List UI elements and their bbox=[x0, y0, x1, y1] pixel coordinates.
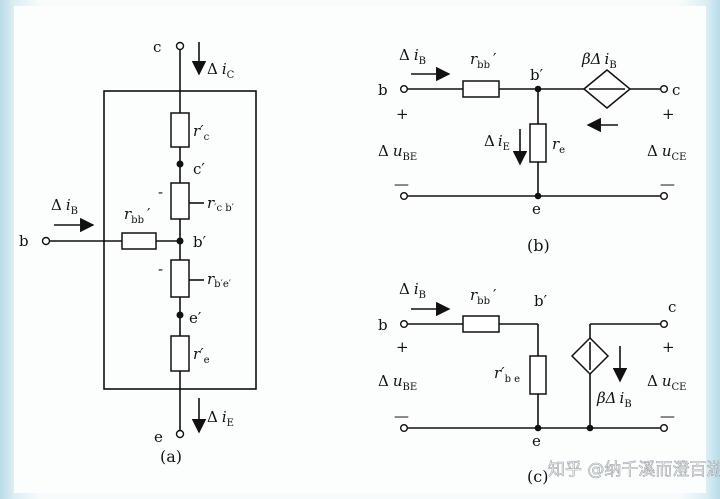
minus-right-c: — bbox=[660, 407, 675, 425]
label-c-prime: c′ bbox=[193, 160, 205, 178]
label-e-prime: e′ bbox=[189, 309, 202, 327]
plus-right-b: + bbox=[662, 105, 675, 123]
watermark: 知乎 @纳千溪而澄百湖 bbox=[548, 460, 720, 480]
plus-left-b: + bbox=[396, 105, 409, 123]
label-rc: r′c bbox=[193, 122, 210, 143]
label-e-b: e bbox=[532, 200, 541, 218]
label-bprime-c: b′ bbox=[534, 292, 548, 310]
resistor-rcb bbox=[170, 182, 190, 220]
caption-b: (b) bbox=[527, 236, 550, 255]
resistor-rbb bbox=[121, 232, 157, 250]
label-e-c: e bbox=[532, 432, 541, 450]
label-rbb-c: rbb′ bbox=[470, 286, 497, 307]
node-e-c bbox=[534, 424, 542, 432]
minus-left-b: — bbox=[394, 175, 409, 193]
node-source-c bbox=[586, 424, 594, 432]
caption-c: (c) bbox=[527, 467, 548, 486]
label-rbb-b: rbb′ bbox=[470, 50, 497, 71]
resistor-rbb-c bbox=[462, 315, 500, 333]
terminal-e bbox=[175, 429, 185, 439]
terminal-c-gnd-c bbox=[660, 424, 669, 433]
resistor-rbb-b bbox=[462, 80, 500, 98]
resistor-rbe bbox=[170, 259, 190, 298]
label-c-c: c bbox=[668, 298, 676, 316]
terminal-b bbox=[41, 236, 51, 246]
terminal-b-gnd-c bbox=[400, 424, 409, 433]
resistor-re-b bbox=[529, 123, 547, 163]
terminal-c-b bbox=[660, 84, 669, 93]
label-re-b: re bbox=[552, 135, 565, 156]
label-node-c: c bbox=[153, 38, 161, 56]
terminal-c bbox=[175, 41, 185, 51]
label-node-e: e bbox=[154, 428, 163, 446]
label-rbb: rbb′ bbox=[124, 205, 151, 226]
label-b-b: b bbox=[378, 81, 388, 99]
terminal-c-c bbox=[660, 320, 669, 329]
resistor-rc bbox=[170, 112, 190, 148]
terminal-b-b bbox=[400, 84, 409, 93]
label-bprime-b: b′ bbox=[530, 66, 544, 84]
node-e-prime bbox=[176, 311, 184, 319]
terminal-c-gnd bbox=[660, 191, 669, 200]
label-c-b: c bbox=[672, 81, 680, 99]
minus-right-b: — bbox=[660, 175, 675, 193]
plus-right-c: + bbox=[662, 338, 675, 356]
node-b-prime-b bbox=[534, 85, 542, 93]
plus-left-c: + bbox=[396, 338, 409, 356]
label-minus-2: - bbox=[158, 260, 163, 278]
label-b-c: b bbox=[378, 316, 388, 334]
label-rcb: r′c b′ bbox=[207, 194, 235, 214]
resistor-rbe-c bbox=[529, 355, 547, 395]
label-node-b: b bbox=[19, 232, 29, 250]
caption-a: (a) bbox=[160, 447, 182, 466]
terminal-b-gnd bbox=[400, 191, 409, 200]
label-rbe-c: r′b e bbox=[494, 364, 520, 385]
node-c-prime bbox=[176, 160, 184, 168]
resistor-re bbox=[170, 335, 190, 372]
label-b-prime: b′ bbox=[193, 233, 207, 251]
terminal-b-c bbox=[400, 320, 409, 329]
label-re: r′e bbox=[193, 345, 210, 366]
minus-left-c: — bbox=[394, 407, 409, 425]
node-e-b bbox=[534, 192, 542, 200]
label-minus-1: - bbox=[158, 183, 163, 201]
node-b-prime bbox=[176, 237, 184, 245]
label-rbe: rb′e′ bbox=[207, 270, 232, 290]
